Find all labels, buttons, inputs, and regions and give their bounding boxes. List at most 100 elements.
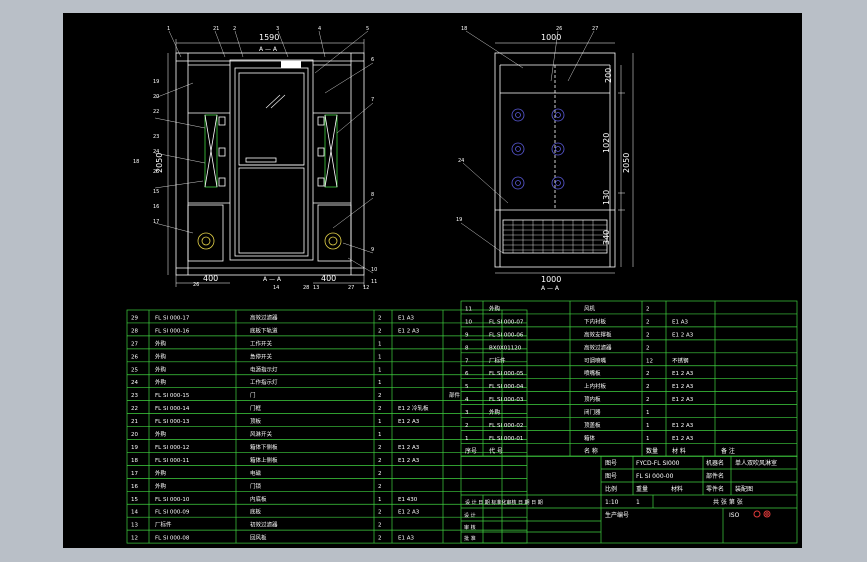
bom-cell-no: 9	[465, 332, 469, 338]
bom-cell-qty: 2	[378, 523, 382, 529]
balloon-6: 6	[371, 57, 374, 63]
bom-cell-no: 18	[131, 458, 138, 464]
bom-cell-name: 高效支撑板	[584, 330, 612, 338]
tb-label-material: 材料	[671, 485, 683, 493]
left-fan-housing	[187, 204, 224, 262]
side-view	[460, 30, 634, 274]
bom-cell-no: 7	[465, 358, 469, 364]
bom-header-mat: 材 料	[672, 447, 686, 455]
bom-cell-no: 24	[131, 380, 138, 386]
side-section-mark: A — A	[541, 285, 560, 292]
bom-cell-name: 电磁	[250, 469, 262, 477]
side-balloon-19: 19	[456, 217, 462, 223]
dim-130: 130	[602, 190, 611, 205]
bom-cell-mat: E1 2 A3	[672, 423, 694, 429]
dim-1020: 1020	[602, 133, 611, 153]
bom-cell-name: 下内衬板	[584, 317, 607, 325]
bom-cell-code: FL SI 000-14	[155, 406, 190, 412]
bom-cell-name: 喷嘴板	[584, 369, 601, 377]
bom-cell-no: 28	[131, 328, 138, 334]
left-filter	[204, 114, 218, 188]
balloon-25: 25	[153, 169, 159, 175]
bom-cell-qty: 2	[378, 484, 382, 490]
tb-design-row: 设 计 日 期 标准化审核 日 期 日 期	[465, 499, 543, 506]
dim-height: 2050	[155, 153, 164, 173]
balloon-18: 18	[133, 159, 139, 165]
bom-cell-code: FL SI 000-10	[155, 497, 190, 503]
projection-symbol-icon	[753, 510, 761, 518]
balloon-13: 13	[313, 285, 319, 291]
bom-cell-mat: E1 2 A3	[398, 510, 420, 516]
bom-cell-mat: E1 2 A3	[398, 328, 420, 334]
bom-cell-no: 23	[131, 393, 138, 399]
bom-cell-no: 11	[465, 306, 472, 312]
bom-cell-qty: 2	[378, 393, 382, 399]
right-fan	[324, 232, 342, 250]
balloon-4: 4	[318, 26, 321, 32]
bom-cell-code: FL SI 000-03	[489, 397, 524, 403]
bom-cell-code: 厂标件	[155, 521, 172, 529]
bom-cell-qty: 2	[646, 319, 650, 325]
tb-drawing-no: FL SI 000-00	[636, 473, 674, 480]
dim-200: 200	[604, 68, 613, 83]
tb-label-machine: 机器名	[706, 459, 724, 467]
title-block-text: 图号 FYCD-FL SI000 机器名 单人双吹风淋室 图号 FL SI 00…	[464, 459, 777, 542]
bom-cell-qty: 2	[646, 371, 650, 377]
tb-label-weight: 重量	[636, 485, 648, 493]
tb-std: ISO	[729, 512, 740, 519]
bom-cell-qty: 2	[378, 471, 382, 477]
bom-cell-no: 14	[131, 510, 138, 516]
front-view-labels: 1590 A — A 2050 400 400 A — A	[155, 33, 336, 283]
side-view-labels: 1000 200 1020 130 340 2050 1000 A — A	[541, 33, 631, 292]
bom-cell-name: 风机	[584, 304, 596, 312]
bom-cell-code: FL SI 000-04	[489, 384, 524, 390]
door-handle	[245, 157, 277, 163]
balloon-1: 1	[167, 26, 170, 32]
bom-cell-qty: 1	[378, 432, 382, 438]
balloon-7: 7	[371, 97, 374, 103]
bom-cell-no: 4	[465, 397, 469, 403]
bom-cell-code: 外购	[489, 304, 501, 312]
bom-cell-code: FL SI 000-02	[489, 423, 523, 429]
bom-cell-code: 外购	[155, 352, 167, 360]
bom-cell-no: 5	[465, 384, 469, 390]
bom-cell-no: 27	[131, 341, 138, 347]
right-fan-housing	[317, 204, 352, 262]
bom-cell-name: 门框	[250, 404, 262, 412]
dim-width-top: 1590	[259, 33, 279, 42]
bom-cell-code: 厂标件	[489, 356, 506, 364]
bom-cell-name: 可调喷嘴	[584, 356, 607, 364]
bom-cell-code: 外购	[155, 430, 167, 438]
bom-cell-name: 工作开关	[250, 339, 273, 347]
balloon-3: 3	[276, 26, 279, 32]
bom-header-qty: 数量	[646, 447, 658, 455]
bom-cell-qty: 2	[378, 315, 382, 321]
bom-cell-name: 内底板	[250, 495, 267, 503]
bom-cell-no: 29	[131, 315, 138, 321]
tb-label-piece: 零件名	[706, 485, 724, 493]
bom-cell-no: 22	[131, 406, 138, 412]
bom-cell-qty: 1	[378, 367, 382, 373]
balloon-5: 5	[366, 26, 369, 32]
bom-cell-qty: 1	[646, 436, 650, 442]
bom-cell-qty: 2	[378, 328, 382, 334]
bom-cell-name: 回风板	[250, 534, 267, 542]
bom-cell-name: 高效过滤器	[250, 313, 278, 321]
bom-cell-qty: 1	[378, 354, 382, 360]
bom-cell-code: 外购	[155, 378, 167, 386]
bom-cell-no: 16	[131, 484, 138, 490]
bom-cell-code: FL SI 000-13	[155, 419, 190, 425]
balloon-14: 14	[273, 285, 279, 291]
bom-cell-mat: E1 A3	[398, 536, 414, 542]
bom-cell-code: FL SI 000-08	[155, 536, 190, 542]
bom-cell-mat: E1 2 A3	[672, 384, 694, 390]
bom-cell-code: FL SI 000-16	[155, 328, 190, 334]
bom-cell-qty: 2	[646, 384, 650, 390]
bom-cell-code: 外购	[155, 482, 167, 490]
bom-cell-name: 门锁	[250, 482, 262, 490]
bom-cell-mat: E1 2 A3	[672, 332, 694, 338]
bom-cell-name: 急停开关	[250, 352, 273, 360]
tb-sheet1: 1	[636, 499, 640, 506]
bom-cell-no: 19	[131, 445, 138, 451]
